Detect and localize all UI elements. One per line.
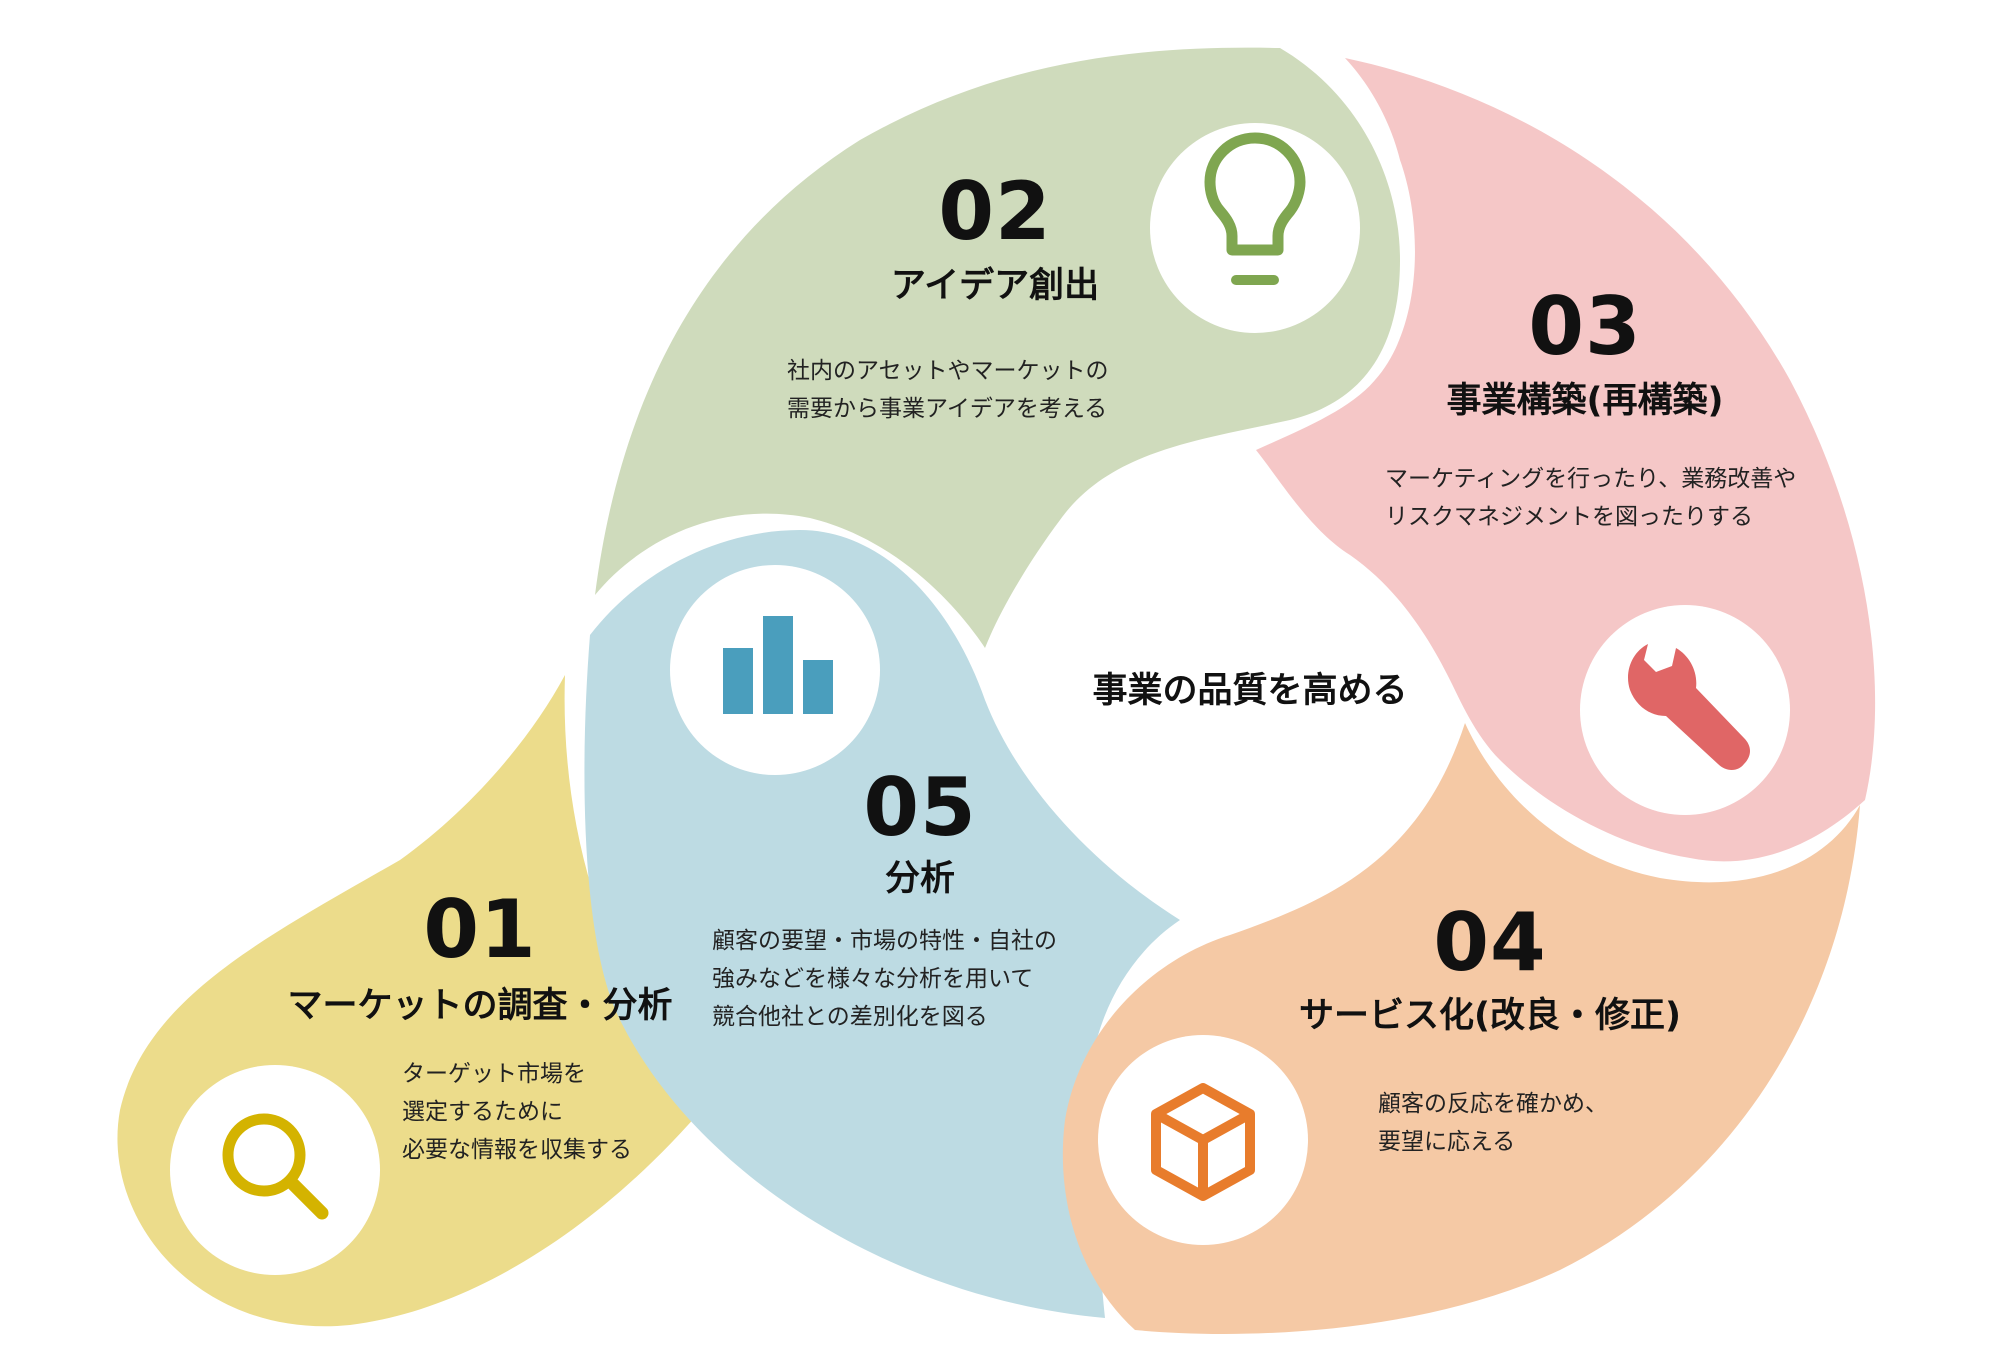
magnifier-icon [222,1113,329,1220]
step-05-desc-line: 強みなどを様々な分析を用いて [712,966,1034,992]
step-02-number: 02 [938,165,1052,258]
lightbulb-icon [1204,132,1306,285]
bar-chart-bar-3 [803,660,833,714]
wrench-icon [1628,644,1750,770]
step-01-desc-line: ターゲット市場を [402,1061,586,1087]
icon-circle-01 [170,1065,380,1275]
step-04-desc-line: 要望に応える [1378,1129,1516,1155]
step-03-title: 事業構築(再構築) [1446,381,1724,421]
step-05-desc-line: 顧客の要望・市場の特性・自社の [712,928,1057,954]
step-01-desc-line: 選定するために [402,1099,563,1125]
step-05-number: 05 [863,761,977,854]
bar-chart-icon [723,616,833,714]
step-03-number: 03 [1528,280,1642,373]
step-02-desc-line: 需要から事業アイデアを考える [787,396,1108,422]
icon-circle-02 [1150,123,1360,333]
step-04-desc-line: 顧客の反応を確かめ、 [1378,1091,1608,1117]
step-03-desc-line: リスクマネジメントを図ったりする [1385,504,1753,530]
step-05-title: 分析 [884,859,955,899]
step-05-desc: 顧客の要望・市場の特性・自社の 強みなどを様々な分析を用いて 競合他社との差別化… [712,922,1057,1036]
step-01-desc: ターゲット市場を 選定するために 必要な情報を収集する [402,1055,632,1169]
step-01-desc-line: 必要な情報を収集する [402,1137,632,1163]
box-icon [1151,1083,1255,1201]
bar-chart-bar-1 [723,648,753,714]
step-02-title: アイデア創出 [890,266,1100,306]
step-04-title: サービス化(改良・修正) [1299,996,1681,1036]
step-04-number: 04 [1433,896,1547,989]
step-05-desc-line: 競合他社との差別化を図る [712,1004,988,1030]
step-01-number: 01 [423,883,537,976]
bar-chart-bar-2 [763,616,793,714]
step-03-desc: マーケティングを行ったり、業務改善や リスクマネジメントを図ったりする [1385,460,1796,536]
step-02-desc-line: 社内のアセットやマーケットの [787,358,1109,384]
step-02-desc: 社内のアセットやマーケットの 需要から事業アイデアを考える [787,352,1109,428]
step-01-title: マーケットの調査・分析 [287,986,673,1026]
step-03-desc-line: マーケティングを行ったり、業務改善や [1385,466,1797,492]
step-04-desc: 顧客の反応を確かめ、 要望に応える [1378,1085,1608,1161]
center-label: 事業の品質を高める [1092,671,1408,711]
